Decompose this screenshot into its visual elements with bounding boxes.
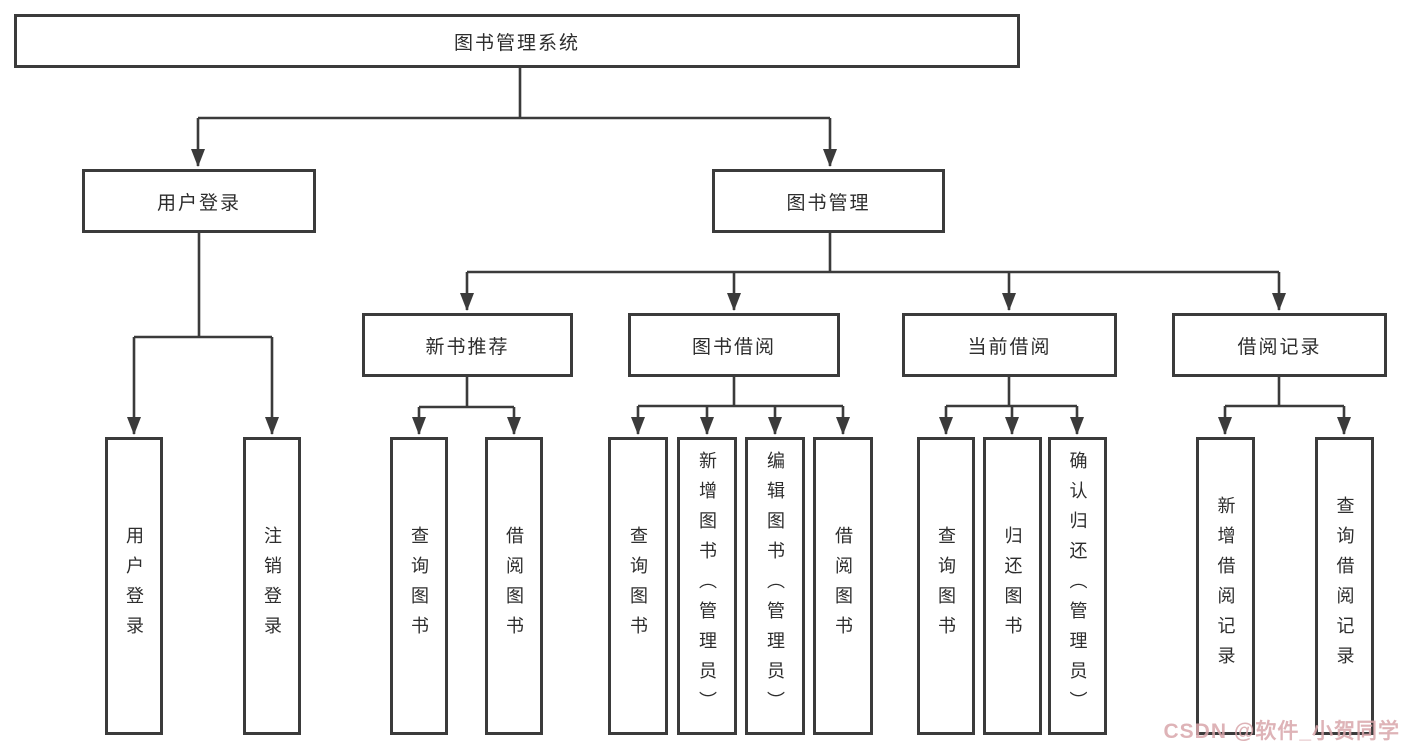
node-label: 新书推荐 (425, 336, 510, 358)
node-label: 归还图书 (1002, 526, 1023, 646)
leaf-user-login: 用户登录 (105, 437, 163, 735)
node-label: 确认归还（管理员） (1067, 451, 1088, 721)
node-label: 借阅记录 (1237, 336, 1322, 358)
node-new-book-recommendation: 新书推荐 (362, 313, 573, 377)
node-user-login: 用户登录 (82, 169, 316, 233)
node-label: 查询图书 (409, 526, 429, 646)
node-label: 查询借阅记录 (1334, 496, 1355, 676)
leaf-confirm-return-admin: 确认归还（管理员） (1048, 437, 1107, 735)
node-label: 编辑图书（管理员） (765, 451, 785, 721)
node-borrow-records: 借阅记录 (1172, 313, 1387, 377)
node-label: 图书管理 (786, 192, 871, 214)
node-label: 当前借阅 (967, 336, 1052, 358)
node-current-borrowing: 当前借阅 (902, 313, 1117, 377)
leaf-borrow-books-recommend: 借阅图书 (485, 437, 543, 735)
node-label: 查询图书 (936, 526, 956, 646)
node-label: 图书管理系统 (453, 32, 580, 54)
watermark: CSDN @软件_小贺同学 (1163, 720, 1400, 743)
node-book-management: 图书管理 (712, 169, 945, 233)
node-label: 图书借阅 (691, 336, 776, 358)
leaf-add-borrow-record: 新增借阅记录 (1196, 437, 1255, 735)
node-label: 新增图书（管理员） (697, 451, 717, 721)
node-library-management-system: 图书管理系统 (14, 14, 1020, 68)
leaf-query-borrow-record: 查询借阅记录 (1315, 437, 1374, 735)
node-label: 查询图书 (628, 526, 648, 646)
node-label: 借阅图书 (504, 526, 524, 646)
leaf-logout: 注销登录 (243, 437, 301, 735)
node-label: 用户登录 (124, 526, 144, 646)
node-label: 借阅图书 (833, 526, 853, 646)
leaf-query-books-current: 查询图书 (917, 437, 975, 735)
node-label: 注销登录 (262, 526, 282, 646)
leaf-edit-books-admin: 编辑图书（管理员） (745, 437, 805, 735)
node-label: 用户登录 (156, 192, 241, 214)
node-book-borrowing: 图书借阅 (628, 313, 840, 377)
leaf-borrow-books: 借阅图书 (813, 437, 873, 735)
leaf-add-books-admin: 新增图书（管理员） (677, 437, 737, 735)
leaf-query-books-borrowing: 查询图书 (608, 437, 668, 735)
leaf-return-books: 归还图书 (983, 437, 1042, 735)
leaf-query-books-recommend: 查询图书 (390, 437, 448, 735)
node-label: 新增借阅记录 (1215, 496, 1236, 676)
